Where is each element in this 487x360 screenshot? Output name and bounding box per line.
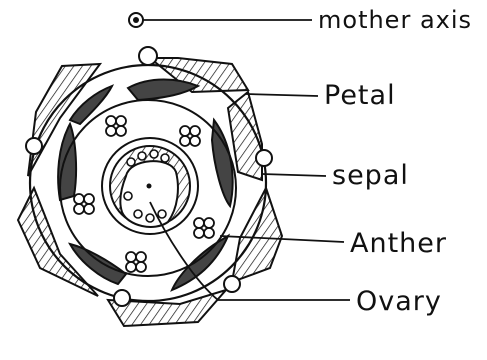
anther [180,126,200,146]
label-ovary: Ovary [356,288,442,315]
anther [106,116,126,136]
ovary [102,138,198,234]
label-anther: Anther [350,230,447,257]
petal [212,120,233,206]
label-mother-axis: mother axis [318,8,472,32]
sepal [232,188,282,282]
anther [194,218,214,238]
mother-axis-dot [129,13,143,27]
anther [126,252,146,272]
anther [74,194,94,214]
label-sepal: sepal [332,162,409,189]
label-petal: Petal [324,82,396,109]
petal [128,80,198,101]
